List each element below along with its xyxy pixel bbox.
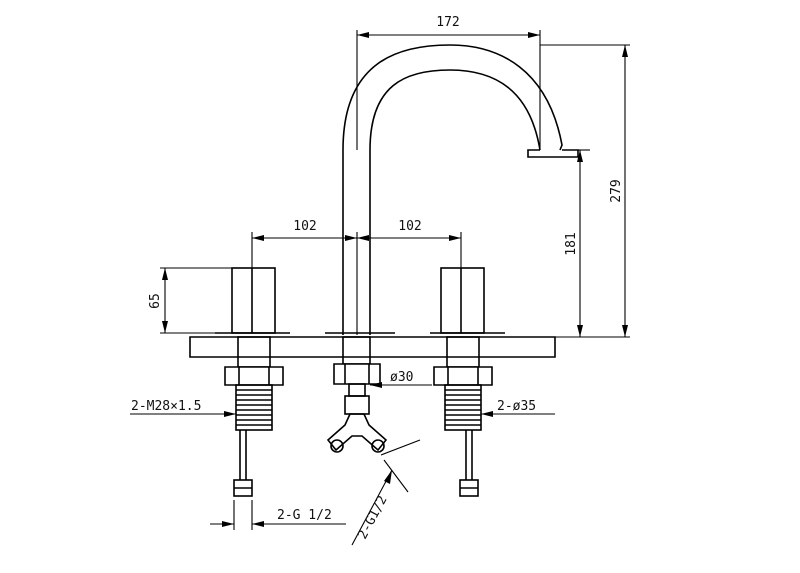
callout-thread-label: 2-M28×1.5: [131, 399, 201, 414]
callout-inlet-thread: 2-G 1/2: [210, 500, 346, 530]
right-thread: [444, 384, 482, 431]
spout-mount: [326, 336, 388, 453]
dimension-spout-height-value: 181: [564, 232, 579, 255]
dimension-handle-height-value: 65: [148, 293, 163, 309]
callout-thread: 2-M28×1.5: [130, 399, 236, 417]
dimension-spacing: 102 102: [251, 219, 462, 335]
spout: [342, 44, 579, 335]
left-handle: [224, 267, 284, 497]
dimension-spout-reach-value: 172: [436, 15, 459, 30]
callout-spout-connection: 2-G1/2: [351, 439, 421, 546]
callout-handle-diameter: 2-ø35: [481, 399, 555, 417]
callout-spout-connection-label: 2-G1/2: [355, 493, 390, 542]
dimension-left-spacing-value: 102: [293, 219, 316, 234]
right-handle: [433, 267, 493, 497]
dimension-total-height-value: 279: [609, 179, 624, 202]
callout-spout-diameter-label: ø30: [390, 370, 413, 385]
dimension-spout-reach: 172: [356, 15, 541, 150]
dimension-total-height: 279: [540, 44, 630, 338]
dimension-handle-height: 65: [148, 267, 232, 334]
dimension-spout-height: 181: [564, 149, 590, 337]
dimension-right-spacing-value: 102: [398, 219, 421, 234]
callout-handle-diameter-label: 2-ø35: [497, 399, 536, 414]
callout-inlet-thread-label: 2-G 1/2: [277, 508, 332, 523]
left-thread: [235, 384, 273, 431]
callout-spout-diameter: ø30: [370, 370, 432, 388]
